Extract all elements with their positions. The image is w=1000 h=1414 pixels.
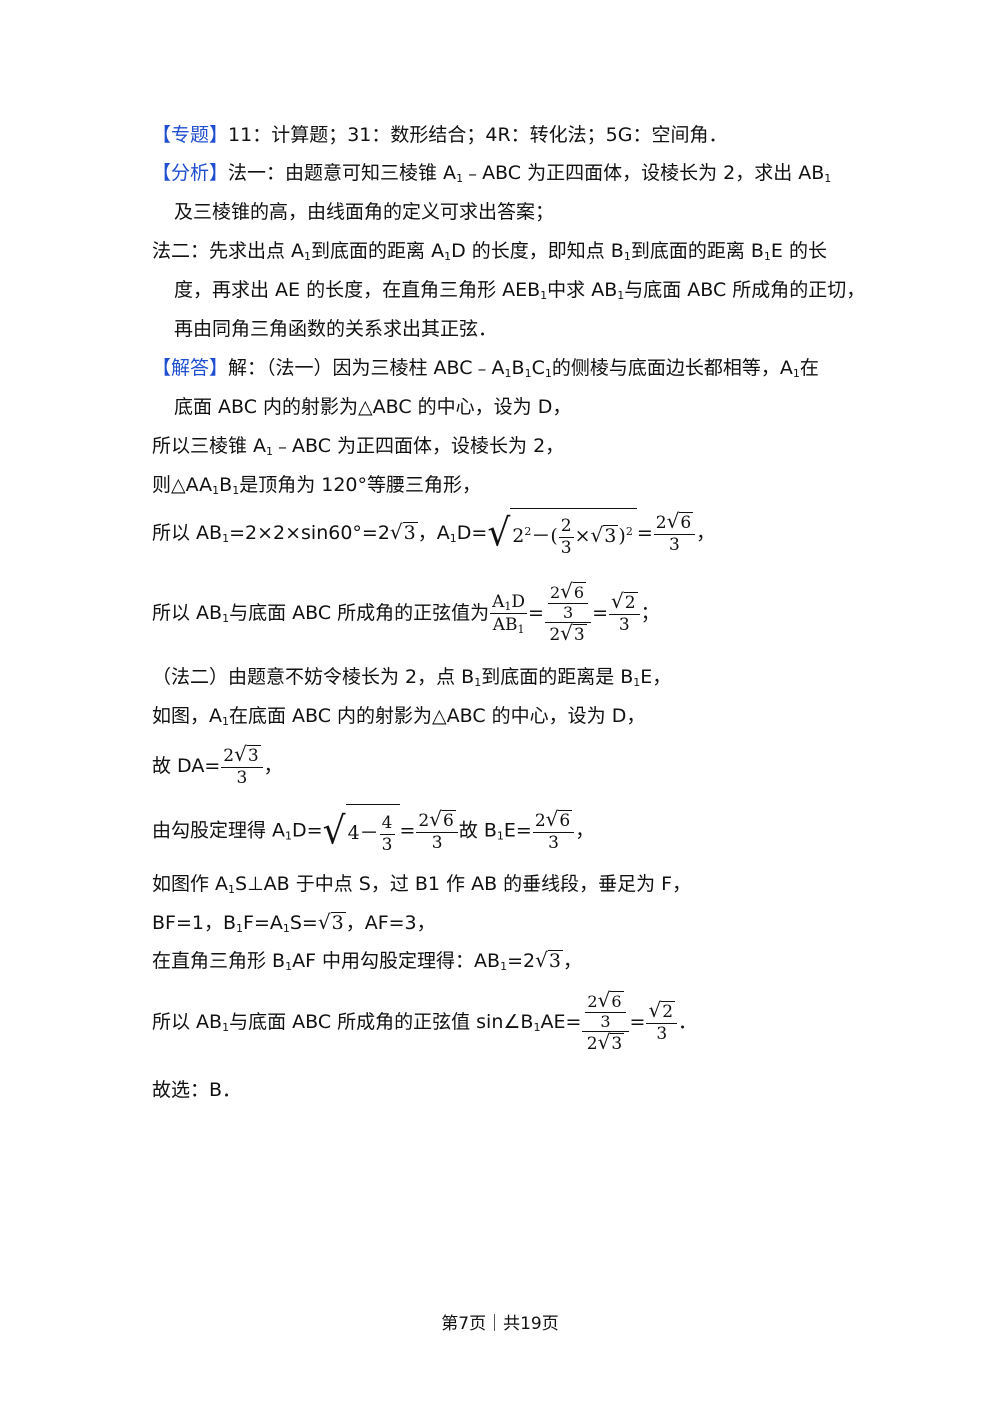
- solution-line-3: 所以三棱锥 A1﹣ABC 为正四面体，设棱长为 2，: [152, 435, 565, 458]
- answer-tag: 【解答】: [152, 357, 229, 379]
- solution-line-8: 如图，A1在底面 ABC 内的射影为△ABC 的中心，设为 D，: [152, 705, 646, 728]
- solution-line-15: 故选：B．: [152, 1079, 242, 1101]
- solution-line-13: 在直角三角形 B1AF 中用勾股定理得：AB1=2√3，: [152, 948, 582, 973]
- topic-text: 11：计算题；31：数形结合；4R：转化法；5G：空间角．: [228, 124, 728, 146]
- sqrt-3-c: √3: [535, 948, 563, 972]
- solution-line-12: BF=1，B1F=A1S=√3，AF=3，: [152, 910, 436, 935]
- analysis-line-4: 度，再求出 AE 的长度，在直角三角形 AEB1中求 AB1与底面 ABC 所成…: [174, 279, 866, 302]
- solution-line-1: 【解答】解：（法一）因为三棱柱 ABC﹣A1B1C1的侧棱与底面边长都相等，A1…: [152, 357, 819, 380]
- page-footer: 第7页｜共19页: [441, 1314, 559, 1334]
- analysis-line-5: 再由同角三角函数的关系求出其正弦．: [174, 318, 498, 340]
- solution-line-2: 底面 ABC 内的射影为△ABC 的中心，设为 D，: [174, 396, 572, 418]
- solution-line-4: 则△AA1B1是顶角为 120°等腰三角形，: [152, 474, 481, 497]
- analysis-line-2: 及三棱锥的高，由线面角的定义可求出答案；: [174, 201, 555, 223]
- sqrt-3: √3: [389, 520, 418, 544]
- solution-line-7: （法二）由题意不妨令棱长为 2，点 B1到底面的距离是 B1E，: [152, 666, 672, 689]
- solution-line-11: 如图作 A1S⊥AB 于中点 S，过 B1 作 AB 的垂线段，垂足为 F，: [152, 873, 692, 896]
- analysis-line-3: 法二：先求出点 A1到底面的距离 A1D 的长度，即知点 B1到底面的距离 B1…: [152, 240, 827, 263]
- topic-tag: 【专题】: [152, 124, 229, 146]
- sqrt-3-b: √3: [317, 910, 346, 934]
- analysis-tag: 【分析】: [152, 162, 229, 184]
- analysis-line-1: 【分析】法一：由题意可知三棱锥 A1﹣ABC 为正四面体，设棱长为 2，求出 A…: [152, 162, 832, 185]
- topic-line: 【专题】11：计算题；31：数形结合；4R：转化法；5G：空间角．: [152, 122, 727, 148]
